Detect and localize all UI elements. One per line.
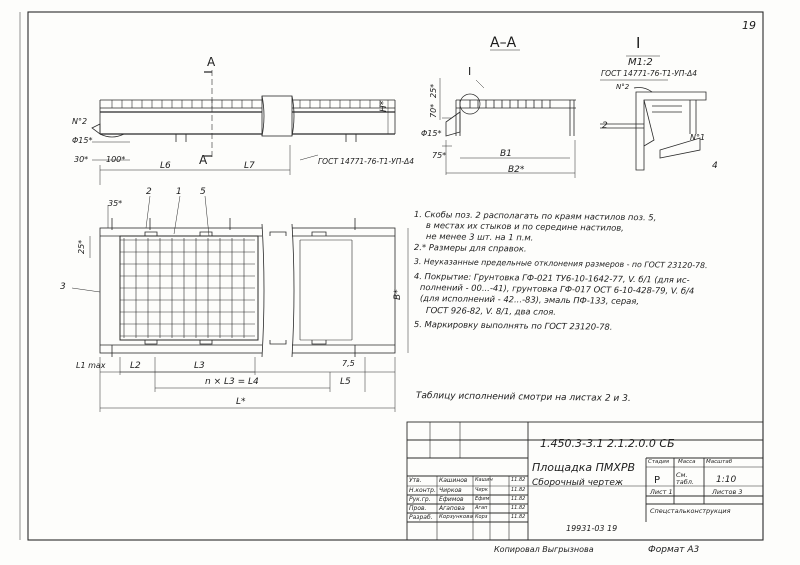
note-2: 2.* Размеры для справок. (413, 242, 527, 254)
label-phi15-section: Φ15* (421, 129, 442, 138)
label-dim100: 100* (106, 155, 126, 164)
doc-type: Сборочный чертеж (532, 478, 624, 488)
label-dim30: 30* (74, 155, 89, 164)
label-no1: N°1 (690, 133, 706, 142)
mass-value: См. табл. (676, 471, 694, 487)
pos-2: 2 (146, 187, 152, 197)
label-B-right: B* (393, 289, 403, 300)
title-block (406, 421, 764, 541)
label-dim7-5: 7,5 (342, 359, 355, 368)
role-5-sign: Корз (475, 514, 488, 520)
sheets-value: Листов 3 (712, 488, 743, 496)
label-dim35: 35* (108, 199, 123, 208)
detail-title: I (636, 34, 641, 52)
plan-view (71, 195, 409, 412)
label-dim25-plan: 25* (77, 239, 86, 254)
paper-format: Формат А3 (648, 545, 700, 555)
pos-1: 1 (176, 187, 182, 197)
pos-4-detail: 4 (712, 161, 718, 171)
role-2: Н.контр. (409, 487, 436, 494)
drawing-frame (27, 11, 764, 541)
pos-2-detail: 2 (602, 121, 608, 131)
scale-value: 1:10 (716, 475, 737, 485)
section-mark-top: A (207, 55, 216, 69)
note-4-cont-c: ГОСТ 926-82, V. 8/1, два слоя. (425, 305, 557, 317)
sheet-value: Лист 1 (650, 488, 673, 496)
gost-weld-main: ГОСТ 14771-76-Т1-УП-Δ4 (318, 157, 414, 166)
pos-3: 3 (60, 282, 66, 292)
label-dim70: 70* (429, 103, 438, 118)
role-3-date: 11.82 (511, 496, 526, 502)
role-4-sign: Агап (475, 505, 488, 511)
label-L6: L6 (160, 161, 171, 171)
inventory-number: 19931-03 19 (566, 524, 618, 533)
label-L5: L5 (340, 377, 351, 387)
mass-header: Масса (678, 459, 696, 465)
label-L1max: L1 max (76, 361, 106, 370)
pos-5: 5 (200, 187, 206, 197)
scale-header: Масштаб (706, 459, 733, 465)
role-1-name: Кашинов (439, 477, 468, 484)
copied-by: Копировал Выгрызнова (494, 545, 594, 554)
role-4: Пров. (409, 505, 427, 512)
section-a-a-title: A–A (490, 35, 517, 51)
stage-header: Стадия (648, 459, 670, 465)
detail-mark: I (468, 65, 472, 78)
role-3-sign: Ефим (475, 496, 490, 502)
role-4-date: 11.82 (511, 505, 526, 511)
label-phi15: Φ15* (72, 136, 93, 145)
product-name: Площадка ПМХРВ (532, 461, 636, 474)
label-L2: L2 (130, 361, 141, 371)
role-5: Разраб. (409, 514, 433, 521)
label-no2: N°2 (72, 117, 88, 126)
detail-scale: М1:2 (628, 57, 653, 68)
role-2-sign: Чирк (475, 487, 488, 493)
role-2-name: Чирков (439, 487, 462, 494)
role-2-date: 11.82 (511, 487, 526, 493)
organization: Спецстальконструкция (650, 507, 731, 515)
label-dim75: 75* (432, 151, 447, 160)
detail-i (600, 55, 707, 171)
note-1-cont-b: не менее 3 шт. на 1 п.м. (425, 231, 534, 243)
label-B1: B1 (500, 149, 512, 159)
role-1: Утв. (409, 477, 422, 484)
gost-weld-detail: ГОСТ 14771-76-Т1-УП-Δ4 (601, 69, 697, 78)
role-4-name: Агапова (439, 505, 465, 512)
section-a-a (439, 49, 576, 178)
role-1-date: 11.82 (511, 477, 526, 483)
role-3-name: Ефимов (439, 496, 464, 503)
role-1-sign: Кашин (475, 477, 493, 483)
label-H: H* (379, 100, 389, 112)
role-3: Рук.гр. (409, 496, 431, 503)
sheet-number: 19 (742, 19, 756, 32)
stage-value: Р (654, 475, 661, 486)
label-L3: L3 (194, 361, 205, 371)
doc-code: 1.450.3-3.1 2.1.2.0.0 СБ (540, 437, 675, 450)
elevation-view (91, 70, 396, 185)
role-5-name: Корзункова (439, 514, 473, 520)
label-B2: B2* (508, 165, 525, 175)
label-dim25: 25* (429, 83, 438, 98)
label-L7: L7 (244, 161, 255, 171)
label-nL3: n × L3 = L4 (205, 377, 259, 387)
section-mark-bottom: A (199, 153, 208, 167)
label-no2-detail: N°2 (616, 83, 630, 91)
label-L: L* (236, 397, 246, 407)
role-5-date: 11.82 (511, 514, 526, 520)
